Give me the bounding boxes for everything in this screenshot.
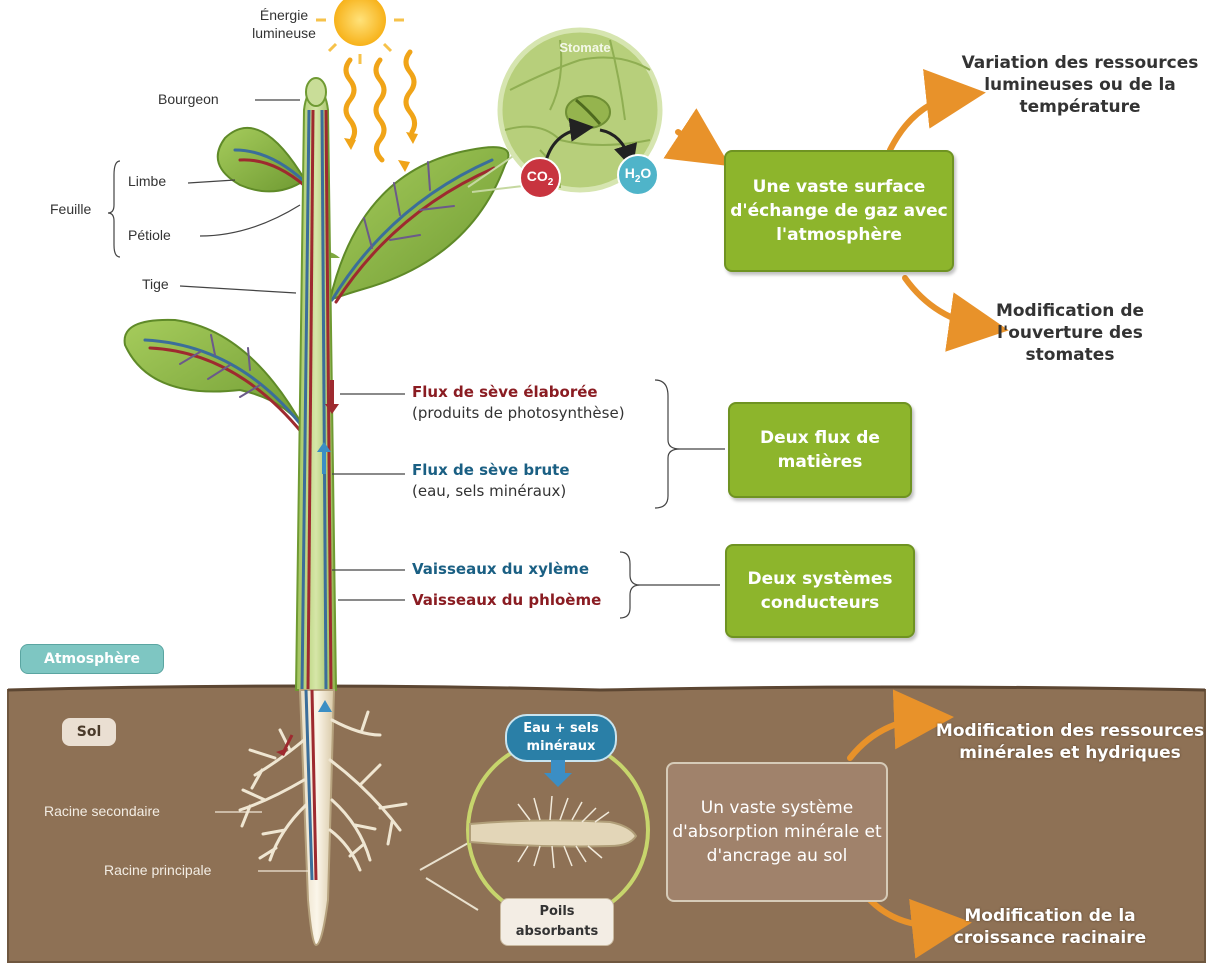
light-temperature-factor: Variation des ressources lumineuses ou d… [955, 52, 1205, 118]
leaf-label: Feuille [50, 201, 91, 217]
co2-badge: CO2 [522, 168, 558, 188]
raw-sap-text: Flux de sève brute (eau, sels minéraux) [412, 460, 570, 502]
atmosphere-tag: Atmosphère [20, 644, 164, 674]
elaborated-sap-detail: (produits de photosynthèse) [412, 403, 625, 424]
bud-label: Bourgeon [158, 91, 219, 107]
sun-icon [316, 0, 404, 64]
h2o-o-text: O [640, 165, 651, 181]
raw-sap-detail: (eau, sels minéraux) [412, 481, 570, 502]
co2-text: CO [527, 168, 548, 184]
phloem-label: Vaisseaux du phloème [412, 590, 601, 611]
root-hairs-tag: Poils absorbants [500, 898, 614, 946]
xylem-label: Vaisseaux du xylème [412, 559, 589, 580]
gas-exchange-box: Une vaste surface d'échange de gaz avec … [724, 150, 954, 272]
light-rays-icon [346, 52, 415, 160]
blade-label: Limbe [128, 173, 166, 189]
two-systems-box: Deux systèmes conducteurs [725, 544, 915, 638]
water-minerals-tag: Eau + sels minéraux [505, 714, 617, 762]
mineral-water-resources-factor: Modification des ressources minérales et… [935, 720, 1205, 764]
petiole-label: Pétiole [128, 227, 171, 243]
two-flows-box: Deux flux de matières [728, 402, 912, 498]
stomata-opening-factor: Modification de l'ouverture des stomates [990, 300, 1150, 366]
water-minerals-arrow-icon [551, 760, 565, 774]
root-growth-factor: Modification de la croissance racinaire [950, 905, 1150, 949]
elaborated-sap-title: Flux de sève élaborée [412, 382, 625, 403]
raw-sap-title: Flux de sève brute [412, 460, 570, 481]
elaborated-sap-text: Flux de sève élaborée (produits de photo… [412, 382, 625, 424]
absorption-system-box: Un vaste système d'absorption minérale e… [666, 762, 888, 902]
secondary-root-label: Racine secondaire [44, 803, 160, 819]
co2-subscript: 2 [548, 177, 554, 188]
light-energy-label: Énergie lumineuse [248, 6, 320, 42]
water-minerals-arrowhead-icon [544, 773, 572, 787]
h2o-badge: H2O [618, 165, 658, 185]
h2o-h-text: H [625, 165, 635, 181]
main-root-label: Racine principale [104, 862, 211, 878]
stomata-title: Stomate [545, 40, 625, 55]
soil-tag: Sol [62, 718, 116, 746]
stem-label: Tige [142, 276, 169, 292]
